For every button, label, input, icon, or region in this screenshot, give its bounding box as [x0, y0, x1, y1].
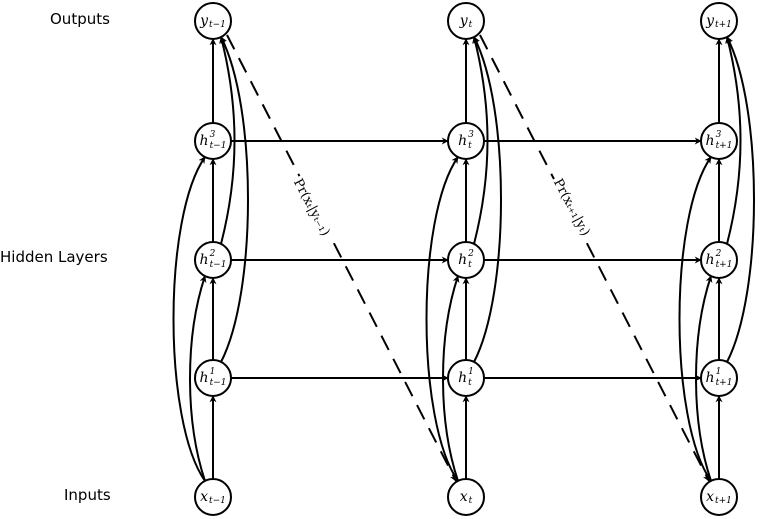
edge-prediction-t-minus-1: [226, 34, 457, 482]
edge-skip-x-to-h2-t: [442, 275, 460, 482]
edge-prediction-t: [479, 34, 710, 482]
edge-skip-h1-to-y-t: [473, 36, 502, 363]
edge-skip-x-to-h3-t-minus-1: [172, 156, 206, 482]
outputs-label: Outputs: [50, 10, 110, 28]
edge-skip-x-to-h2-t-minus-1: [189, 275, 207, 482]
edge-skip-h1-to-y-t-plus-1: [726, 36, 755, 363]
inputs-label: Inputs: [64, 486, 111, 504]
edges-group: [172, 34, 755, 482]
edge-skip-h2-to-y-t-plus-1: [725, 36, 742, 245]
edge-skip-x-to-h2-t-plus-1: [695, 275, 713, 482]
edge-skip-x-to-h3-t-plus-1: [678, 156, 712, 482]
edge-skip-h1-to-y-t-minus-1: [220, 36, 249, 363]
hidden-layers-label: Hidden Layers: [0, 248, 108, 266]
edge-skip-x-to-h3-t: [425, 156, 459, 482]
